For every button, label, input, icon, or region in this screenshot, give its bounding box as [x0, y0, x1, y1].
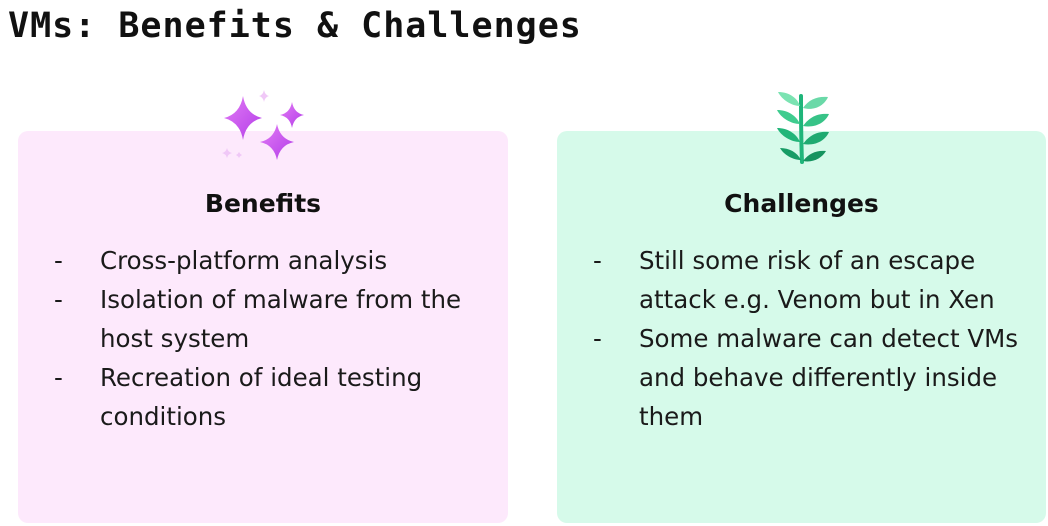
list-item: - Isolation of malware from the host syst… — [54, 280, 494, 358]
benefit-text: Recreation of ideal testing conditions — [100, 363, 423, 431]
benefits-card: Benefits - Cross-platform analysis - Isola… — [18, 131, 508, 523]
list-item: - Still some risk of an escape attack e.g… — [593, 241, 1038, 319]
benefits-heading: Benefits — [204, 189, 322, 218]
benefits-list: - Cross-platform analysis - Isolation of m… — [54, 241, 494, 436]
list-item: - Some malware can detect VMs and behave … — [593, 319, 1038, 436]
benefit-text: Isolation of malware from the host syste… — [100, 285, 462, 353]
bullet-dash: - — [54, 285, 63, 314]
challenges-list: - Still some risk of an escape attack e.g… — [593, 241, 1038, 436]
challenges-heading: Challenges — [724, 189, 879, 218]
page-title: VMs: Benefits & Challenges — [8, 6, 582, 46]
bullet-dash: - — [54, 246, 63, 275]
challenge-text: Some malware can detect VMs and behave d… — [639, 324, 1019, 431]
challenges-card: Challenges - Still some risk of an escape… — [557, 131, 1046, 523]
sparkles-icon — [222, 90, 304, 160]
challenge-text: Still some risk of an escape attack e.g.… — [639, 246, 995, 314]
leaf-icon — [777, 92, 829, 164]
bullet-dash: - — [593, 324, 602, 353]
bullet-dash: - — [593, 246, 602, 275]
list-item: - Cross-platform analysis — [54, 241, 494, 280]
bullet-dash: - — [54, 363, 63, 392]
benefit-text: Cross-platform analysis — [100, 246, 388, 275]
list-item: - Recreation of ideal testing conditions — [54, 358, 494, 436]
